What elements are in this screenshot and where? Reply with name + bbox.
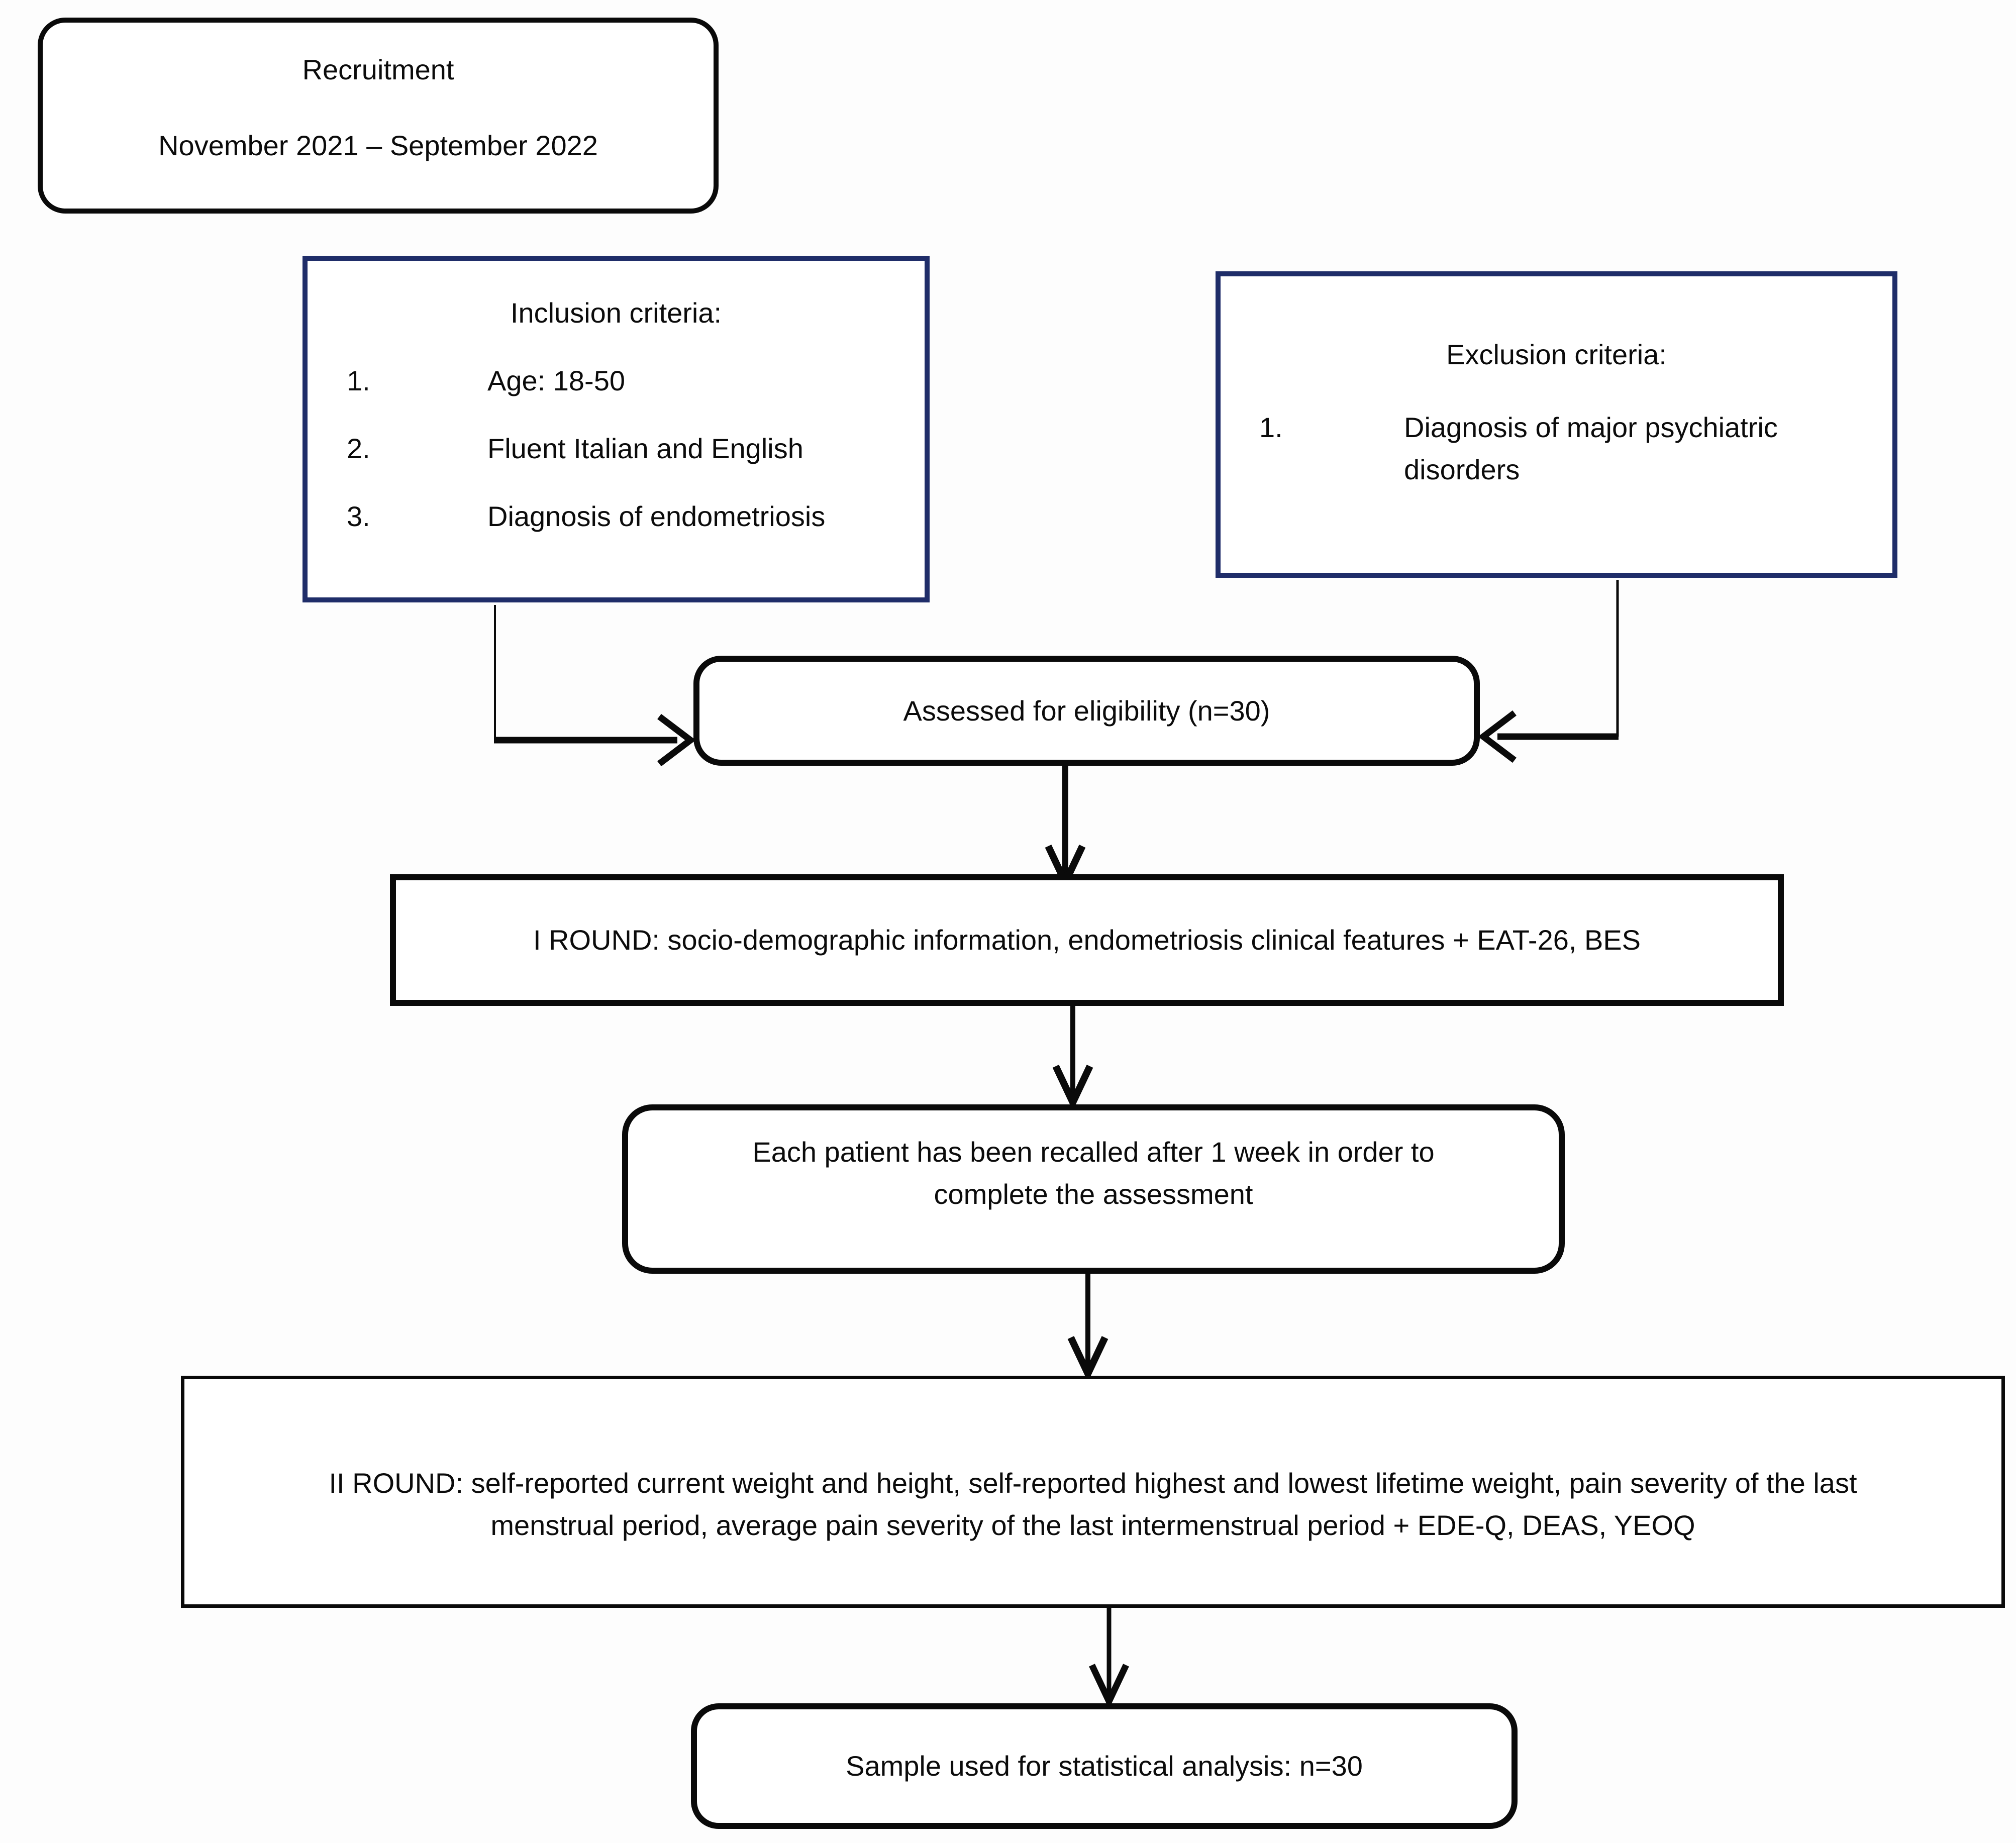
item-number: 1. <box>1259 412 1283 443</box>
recall-box: Each patient has been recalled after 1 w… <box>622 1104 1565 1274</box>
assessed-eligibility-text: Assessed for eligibility (n=30) <box>903 694 1270 727</box>
connector-exclusion-to-assessed <box>1478 580 1619 763</box>
item-number: 2. <box>347 433 370 464</box>
arrowhead-right-icon <box>657 713 696 767</box>
assessed-eligibility-box: Assessed for eligibility (n=30) <box>693 656 1480 766</box>
exclusion-item-1: 1. Diagnosis of major psychiatric disord… <box>1221 406 1892 491</box>
round1-box: I ROUND: socio-demographic information, … <box>390 874 1784 1006</box>
recruitment-dates: November 2021 – September 2022 <box>158 130 598 161</box>
item-number: 1. <box>347 365 370 396</box>
round1-text: I ROUND: socio-demographic information, … <box>533 924 1641 956</box>
item-text: Age: 18-50 <box>487 365 625 396</box>
recall-text-line1: Each patient has been recalled after 1 w… <box>752 1136 1435 1168</box>
item-text: Diagnosis of endometriosis <box>487 500 826 532</box>
arrowhead-left-icon <box>1478 710 1517 763</box>
inclusion-item-3: 3. Diagnosis of endometriosis <box>308 495 925 538</box>
item-text: Fluent Italian and English <box>487 433 803 464</box>
item-number: 3. <box>347 500 370 532</box>
item-text: Diagnosis of major psychiatric disorders <box>1404 412 1778 485</box>
arrowhead-down-icon <box>1052 1065 1093 1111</box>
inclusion-item-1: 1. Age: 18-50 <box>308 360 925 402</box>
inclusion-criteria-title: Inclusion criteria: <box>510 297 722 329</box>
inclusion-item-2: 2. Fluent Italian and English <box>308 428 925 470</box>
connector-assessed-to-round1 <box>1045 765 1086 891</box>
connector-inclusion-to-assessed <box>494 605 696 767</box>
sample-analysis-box: Sample used for statistical analysis: n=… <box>691 1703 1518 1829</box>
sample-analysis-text: Sample used for statistical analysis: n=… <box>846 1750 1363 1782</box>
inclusion-criteria-box: Inclusion criteria: 1. Age: 18-50 2. Flu… <box>303 256 930 602</box>
arrowhead-down-icon <box>1089 1664 1129 1709</box>
exclusion-criteria-box: Exclusion criteria: 1. Diagnosis of majo… <box>1216 271 1897 578</box>
recruitment-title: Recruitment <box>302 54 454 85</box>
arrowhead-down-icon <box>1067 1336 1108 1382</box>
recruitment-box: Recruitment November 2021 – September 20… <box>38 18 719 214</box>
recall-text-line2: complete the assessment <box>934 1178 1253 1210</box>
exclusion-criteria-title: Exclusion criteria: <box>1446 339 1667 370</box>
connector-round1-to-recall <box>1052 1005 1093 1111</box>
round2-text-line1: II ROUND: self-reported current weight a… <box>329 1467 1857 1499</box>
round2-box: II ROUND: self-reported current weight a… <box>181 1376 2005 1608</box>
round2-text-line2: menstrual period, average pain severity … <box>490 1509 1695 1541</box>
connector-round2-to-sample <box>1089 1607 1129 1709</box>
connector-recall-to-round2 <box>1067 1273 1108 1382</box>
